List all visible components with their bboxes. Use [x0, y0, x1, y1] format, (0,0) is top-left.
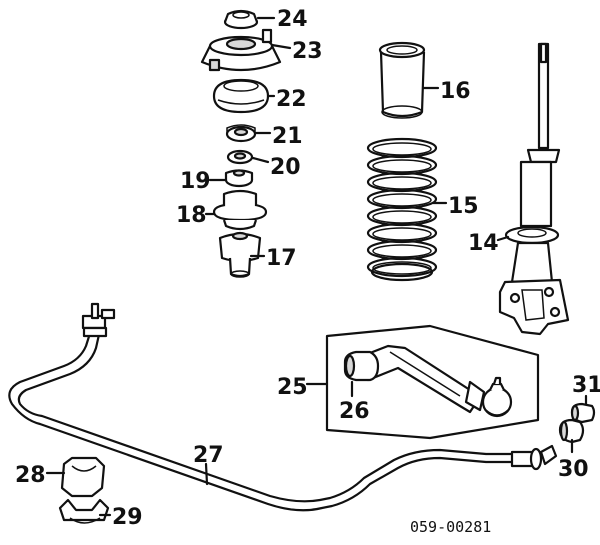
callouts: 24 23 22 21 20 19 18 17 16 15 14 25 26 2…	[15, 7, 600, 536]
spring-end-coil	[370, 262, 434, 282]
callout-24: 24	[277, 7, 308, 32]
part-27-stabilizer-bar	[8, 302, 558, 512]
part-31-bushing	[570, 402, 596, 424]
spring-coil-inner	[372, 227, 432, 241]
part-28-bushing	[60, 456, 106, 498]
callout-14: 14	[468, 231, 499, 256]
spring-coil-inner	[372, 176, 432, 190]
part-30-bushing	[558, 418, 585, 444]
spring-coil-inner	[372, 210, 432, 224]
callout-30: 30	[558, 457, 589, 482]
callout-18: 18	[176, 203, 207, 228]
callout-27: 27	[193, 443, 224, 468]
leader-lines	[45, 16, 588, 517]
part-22-bumper	[212, 78, 270, 114]
callout-23: 23	[292, 39, 323, 64]
drawing-code: 059-00281	[410, 518, 491, 536]
callout-16: 16	[440, 79, 471, 104]
callout-22: 22	[276, 87, 307, 112]
part-23-upper-mount	[200, 28, 282, 72]
part-20-washer	[226, 149, 254, 165]
callout-25: 25	[277, 375, 308, 400]
part-29-bracket	[58, 498, 110, 524]
callout-20: 20	[270, 155, 301, 180]
spring-coil-inner	[372, 261, 432, 275]
part-14-shock-absorber	[498, 42, 570, 336]
spring-coil-inner	[372, 193, 432, 207]
stabilizer-end-link-left	[81, 302, 116, 338]
part-17-lower-bumper	[218, 231, 262, 278]
part-15-coil-spring	[366, 137, 438, 282]
callout-29: 29	[112, 505, 143, 530]
callout-31: 31	[572, 373, 600, 398]
part-24-cap	[223, 9, 259, 30]
part-21-washer	[225, 124, 257, 143]
part-18-bushing	[212, 189, 268, 231]
part-16-dust-boot	[378, 41, 426, 119]
spring-coil	[366, 256, 438, 278]
callout-19: 19	[180, 169, 211, 194]
spring-coil-inner	[372, 244, 432, 258]
part-25-control-arm-box	[325, 324, 540, 440]
callout-21: 21	[272, 124, 303, 149]
callout-15: 15	[448, 194, 479, 219]
callout-26: 26	[339, 399, 370, 424]
strut-mount-stack	[200, 9, 282, 278]
callout-28: 28	[15, 463, 46, 488]
stabilizer-end-link-right	[510, 444, 558, 471]
spring-coil-inner	[372, 159, 432, 173]
part-19-seat	[224, 169, 254, 188]
callout-17: 17	[266, 246, 297, 271]
spring-coil-inner	[372, 142, 432, 156]
